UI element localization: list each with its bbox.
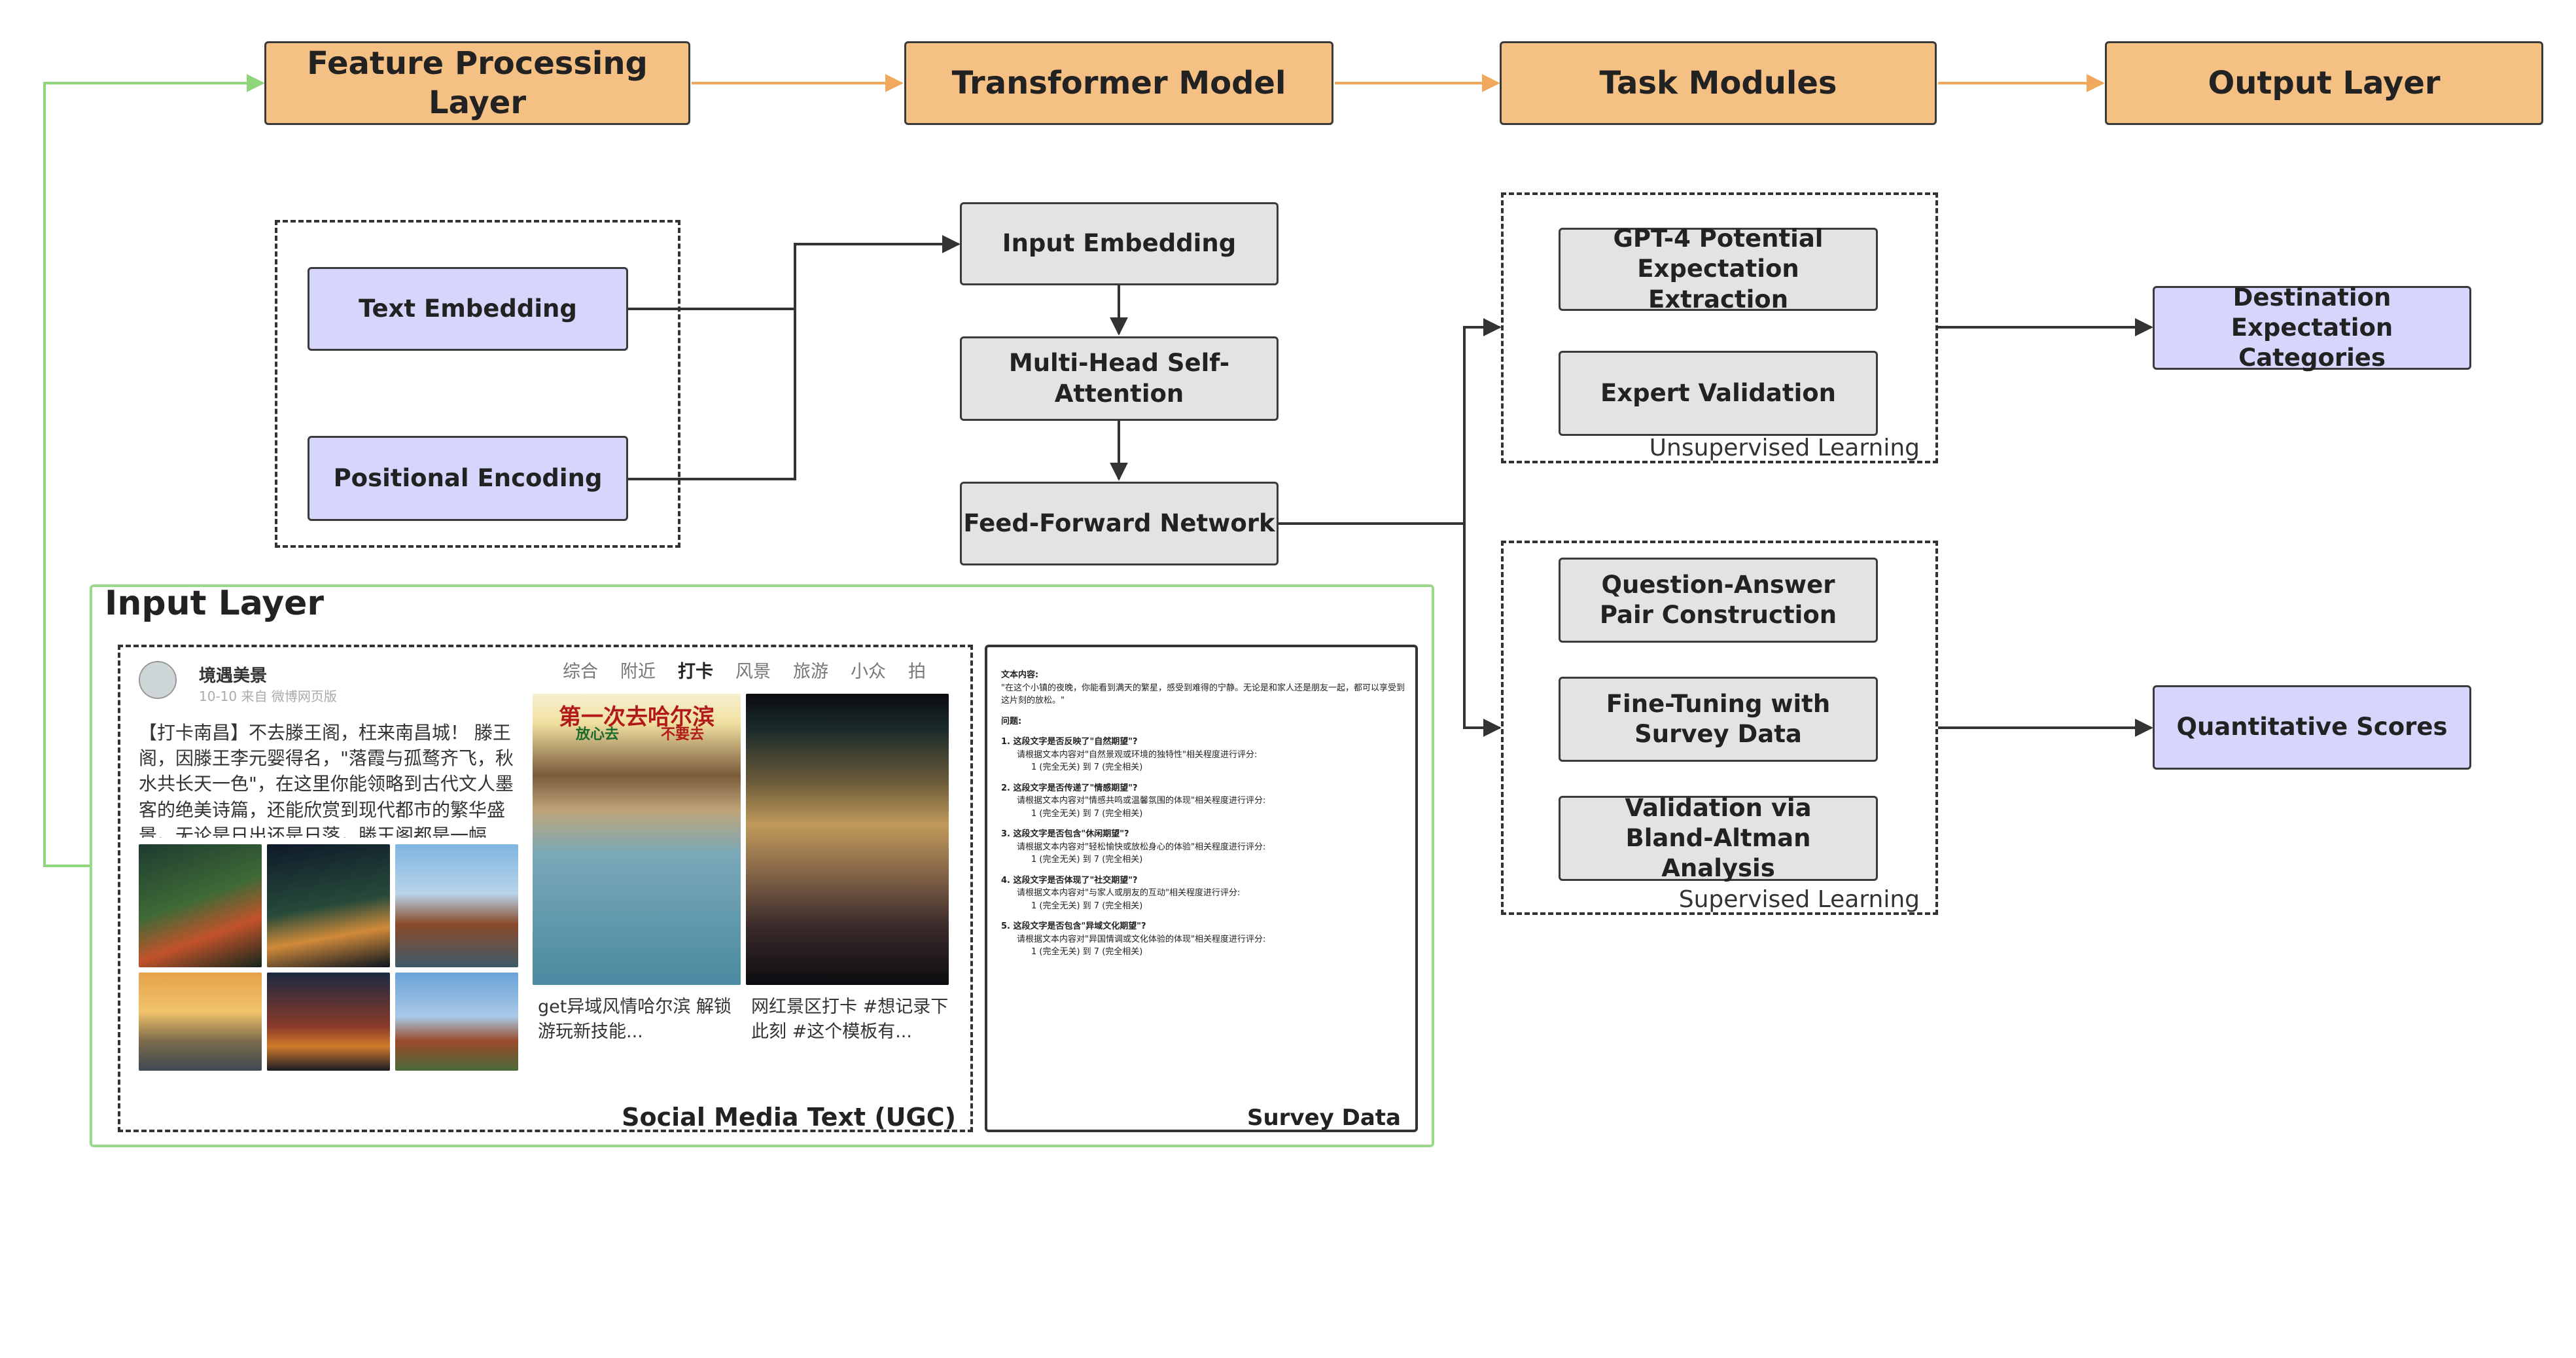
photo-night-tower <box>267 973 390 1071</box>
survey-line: 5. 这段文字是否包含"异域文化期望"? <box>1001 921 1146 931</box>
arrow-ffn-to-supervised <box>1463 524 1502 737</box>
arrow-pos-enc-to-input-embed <box>628 235 961 480</box>
ugc-username: 境遇美景 <box>199 666 268 686</box>
destination-expectation-categories-box: Destination Expectation Categories <box>2153 283 2471 372</box>
ugc-panel-frame <box>118 645 973 1132</box>
ugc-tab[interactable]: 综合 <box>563 662 598 682</box>
expert-validation-box: Expert Validation <box>1559 351 1878 436</box>
photo-tower-river <box>395 973 518 1071</box>
survey-panel-frame <box>985 645 1418 1132</box>
card-harbin-image[interactable] <box>533 694 741 985</box>
feature-processing-layer-header: Feature Processing Layer <box>264 41 690 125</box>
survey-line: 1 (完全无关) 到 7 (完全相关) <box>1031 808 1143 819</box>
input-layer-title: Input Layer <box>105 584 325 623</box>
bland-altman-validation-box: Validation via Bland-Altman Analysis <box>1559 794 1878 882</box>
survey-line: 请根据文本内容对"与家人或朋友的互动"相关程度进行评分: <box>1017 888 1241 898</box>
ugc-screenshot: 境遇美景 10-10 来自 微博网页版 【打卡南昌】不去滕王阁，枉来南昌城！ 滕… <box>131 654 962 1073</box>
ugc-panel-label: Social Media Text (UGC) <box>622 1103 956 1132</box>
arrow-input-to-feature <box>43 74 265 867</box>
card-scenic-caption: 网红景区打卡 #想记录下此刻 #这个模板有... <box>751 997 949 1042</box>
survey-content: 文本内容: "在这个小镇的夜晚，你能看到满天的繁星，感受到难得的宁静。无论是和家人… <box>1001 661 1407 959</box>
survey-line: 请根据文本内容对"情感共鸣或温馨氛围的体现"相关程度进行评分: <box>1017 796 1266 806</box>
card-harbin-caption: get异域风情哈尔滨 解锁游玩新技能... <box>538 997 732 1042</box>
ugc-tab[interactable]: 风景 <box>735 662 771 682</box>
ugc-tab-active[interactable]: 打卡 <box>678 662 713 682</box>
card-harbin-title: 第一次去哈尔滨 <box>559 704 715 730</box>
feed-forward-network-box: Feed-Forward Network <box>960 482 1279 565</box>
survey-line: 1 (完全无关) 到 7 (完全相关) <box>1031 855 1143 865</box>
card-harbin-yes: 放心去 <box>576 726 620 743</box>
survey-line: "在这个小镇的夜晚，你能看到满天的繁星，感受到难得的宁静。无论是和家人还是朋友一… <box>1001 683 1405 706</box>
survey-line: 1 (完全无关) 到 7 (完全相关) <box>1031 947 1143 957</box>
survey-line: 请根据文本内容对"异国情调或文化体验的体现"相关程度进行评分: <box>1017 934 1266 944</box>
ugc-tab[interactable]: 小众 <box>851 662 886 682</box>
ugc-post-text: 【打卡南昌】不去滕王阁，枉来南昌城！ 滕王阁，因滕王李元婴得名，"落霞与孤鹜齐飞… <box>139 722 514 838</box>
input-layer-frame <box>90 584 1434 1147</box>
supervised-learning-label: Supervised Learning <box>1678 886 1920 913</box>
avatar <box>139 661 177 699</box>
survey-panel-label: Survey Data <box>1246 1105 1401 1131</box>
card-harbin-no: 不要去 <box>661 726 705 743</box>
survey-line: 1. 这段文字是否反映了"自然期望"? <box>1001 737 1138 747</box>
output-layer-header: Output Layer <box>2105 41 2543 125</box>
feature-group-frame <box>275 220 680 548</box>
task-modules-header: Task Modules <box>1500 41 1937 125</box>
photo-tower-day <box>395 844 518 967</box>
card-scenic-image[interactable] <box>746 694 949 985</box>
photo-sunset-tower <box>139 973 262 1071</box>
photo-city-lights <box>267 844 390 967</box>
survey-line: 1 (完全无关) 到 7 (完全相关) <box>1031 901 1143 911</box>
survey-line: 请根据文本内容对"轻松愉快或放松身心的体验"相关程度进行评分: <box>1017 842 1266 852</box>
survey-line: 1 (完全无关) 到 7 (完全相关) <box>1031 762 1143 772</box>
transformer-model-header: Transformer Model <box>904 41 1333 125</box>
quantitative-scores-box: Quantitative Scores <box>2153 685 2471 770</box>
fine-tuning-box: Fine-Tuning with Survey Data <box>1559 677 1878 762</box>
survey-line: 2. 这段文字是否传递了"情感期望"? <box>1001 783 1138 793</box>
ugc-tab[interactable]: 拍 <box>908 662 926 682</box>
text-embedding-box: Text Embedding <box>308 267 628 351</box>
ugc-tab-bar: 综合 附近 打卡 风景 旅游 小众 拍 <box>563 657 926 683</box>
gpt4-extraction-box: GPT-4 Potential Expectation Extraction <box>1559 224 1878 313</box>
multi-head-attention-box: Multi-Head Self-Attention <box>960 336 1279 421</box>
input-embedding-box: Input Embedding <box>960 202 1279 285</box>
ugc-tab[interactable]: 附近 <box>620 662 656 682</box>
photo-pavilion-night <box>139 844 262 967</box>
survey-line: 问题: <box>1001 716 1022 726</box>
survey-line: 4. 这段文字是否体现了"社交期望"? <box>1001 875 1138 885</box>
survey-line: 文本内容: <box>1001 670 1039 680</box>
unsupervised-group-frame <box>1501 192 1938 463</box>
qa-pair-construction-box: Question-Answer Pair Construction <box>1559 558 1878 643</box>
arrow-ffn-to-unsupervised <box>1463 318 1502 524</box>
ugc-tab[interactable]: 旅游 <box>793 662 828 682</box>
unsupervised-learning-label: Unsupervised Learning <box>1649 435 1920 461</box>
ugc-meta: 10-10 来自 微博网页版 <box>199 688 337 704</box>
supervised-group-frame <box>1501 541 1938 915</box>
positional-encoding-box: Positional Encoding <box>308 436 628 521</box>
survey-line: 请根据文本内容对"自然景观或环境的独特性"相关程度进行评分: <box>1017 749 1258 760</box>
survey-line: 3. 这段文字是否包含"休闲期望"? <box>1001 829 1129 839</box>
